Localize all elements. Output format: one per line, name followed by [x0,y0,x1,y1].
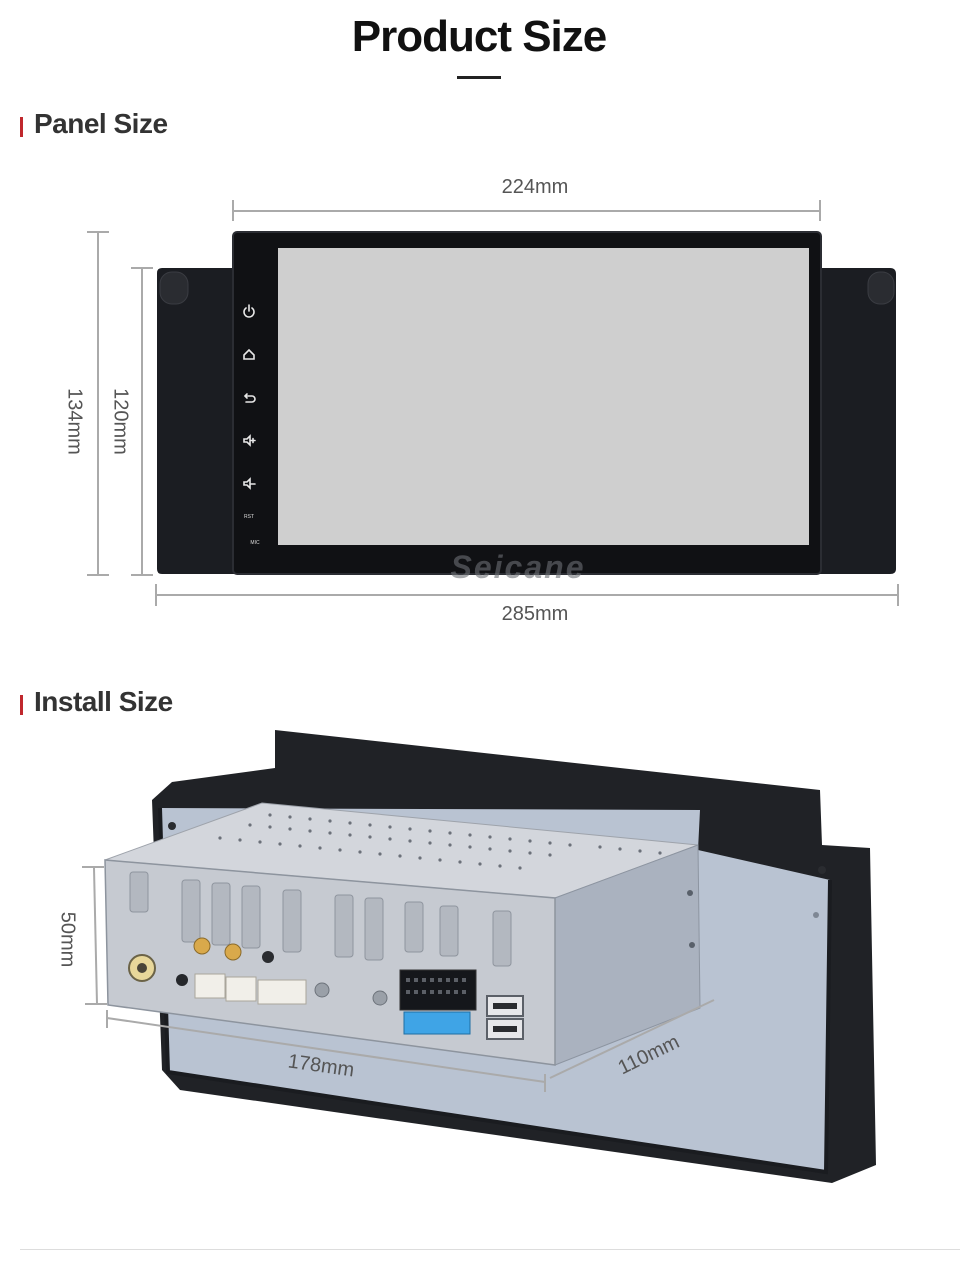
home-icon [243,348,255,360]
section-marker [20,695,23,715]
page-title: Product Size [351,12,608,61]
install-height-dimension-line [93,867,98,1005]
install-diagram [82,730,876,1183]
panel-left-wing [157,268,236,574]
panel-width-label: 285mm [501,603,569,625]
screen-width-dimension-line [232,200,821,221]
wifi-connector [224,943,242,961]
volume-down-icon [243,477,256,490]
panel-height-label: 134mm [63,388,86,455]
install-width-dimension-line [106,1017,546,1083]
panel-right-wing [818,268,896,574]
reset-label: RST [244,514,254,520]
harness-connector-3 [257,979,307,1005]
harness-connector-1 [194,973,226,999]
panel-diagram: RST MIC Seicane [87,200,899,606]
gps-connector [193,937,211,955]
title-underline [457,76,501,79]
install-size-heading: Install Size [34,686,173,717]
panel-height-dimension-line [87,231,109,576]
harness-connector-2 [225,976,257,1002]
bottom-divider [20,1249,960,1250]
screen-width-label: 224mm [501,176,569,198]
install-depth-dimension-line [549,999,715,1079]
panel-size-heading: Panel Size [34,108,168,139]
screen-height-label: 120mm [109,388,132,455]
screen-height-dimension-line [131,267,153,576]
panel-width-dimension-line [155,584,899,606]
section-marker [20,117,23,137]
install-height-label: 50mm [56,911,79,968]
power-icon [243,304,255,318]
brand-watermark: Seicane [451,549,586,585]
mic-label: MIC [250,540,260,546]
fuse [403,1011,471,1035]
back-icon [243,393,256,403]
volume-up-icon [243,434,256,447]
touch-screen [278,248,809,545]
